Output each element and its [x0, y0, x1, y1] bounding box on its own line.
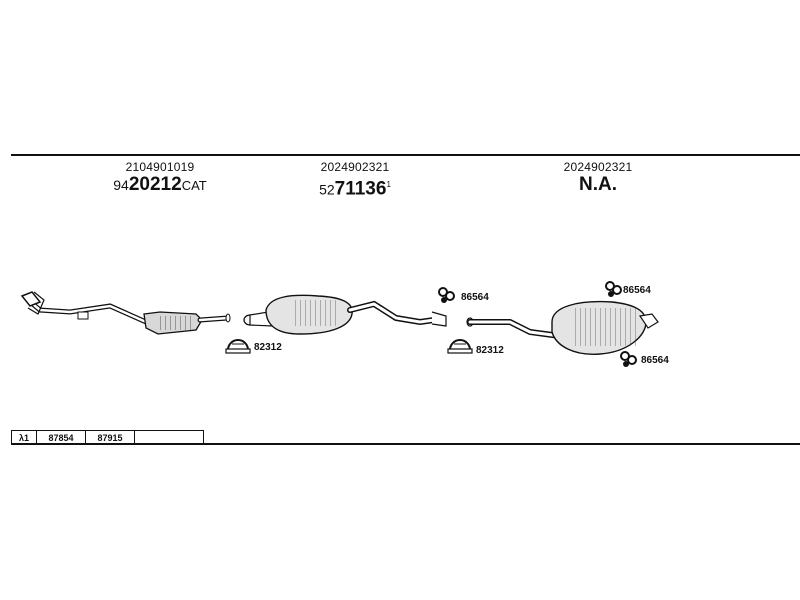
- hanger-icon: [605, 281, 622, 297]
- part-number: N.A.: [488, 174, 708, 196]
- part-note: 1: [386, 180, 391, 189]
- top-rule: [11, 154, 800, 156]
- center-silencer: [243, 294, 447, 335]
- part-header-middle: 2024902321 52711361: [245, 160, 465, 200]
- part-main: 71136: [334, 178, 387, 200]
- table-cell-lambda: λ1: [12, 431, 37, 444]
- callout-hanger: 86564: [623, 285, 651, 296]
- table-cell: 87854: [37, 431, 86, 444]
- clamp-icon: [447, 339, 473, 354]
- rear-silencer: [466, 300, 659, 355]
- callout-hanger: 86564: [641, 355, 669, 366]
- front-pipe-catalyst: [20, 291, 231, 335]
- part-main: 20212: [128, 174, 182, 195]
- part-number: 52711361: [245, 174, 465, 200]
- oem-number: 2024902321: [320, 160, 390, 174]
- oem-number: 2104901019: [125, 160, 195, 174]
- part-suffix: CAT: [181, 178, 207, 193]
- hanger-icon: [438, 287, 455, 303]
- part-prefix: 94: [113, 177, 129, 193]
- clamp-icon: [225, 339, 251, 354]
- part-number: 9420212CAT: [50, 174, 270, 197]
- hanger-icon: [620, 351, 637, 367]
- part-main: N.A.: [579, 174, 617, 195]
- callout-clamp: 82312: [476, 345, 504, 356]
- part-header-front: 2104901019 9420212CAT: [50, 160, 270, 197]
- oem-number: 2024902321: [563, 160, 633, 174]
- bottom-rule: [11, 443, 800, 445]
- part-prefix: 52: [319, 181, 335, 198]
- part-header-rear: 2024902321 N.A.: [488, 160, 708, 196]
- callout-hanger: 86564: [461, 292, 489, 303]
- table-cell: 87915: [86, 431, 135, 444]
- callout-clamp: 82312: [254, 342, 282, 353]
